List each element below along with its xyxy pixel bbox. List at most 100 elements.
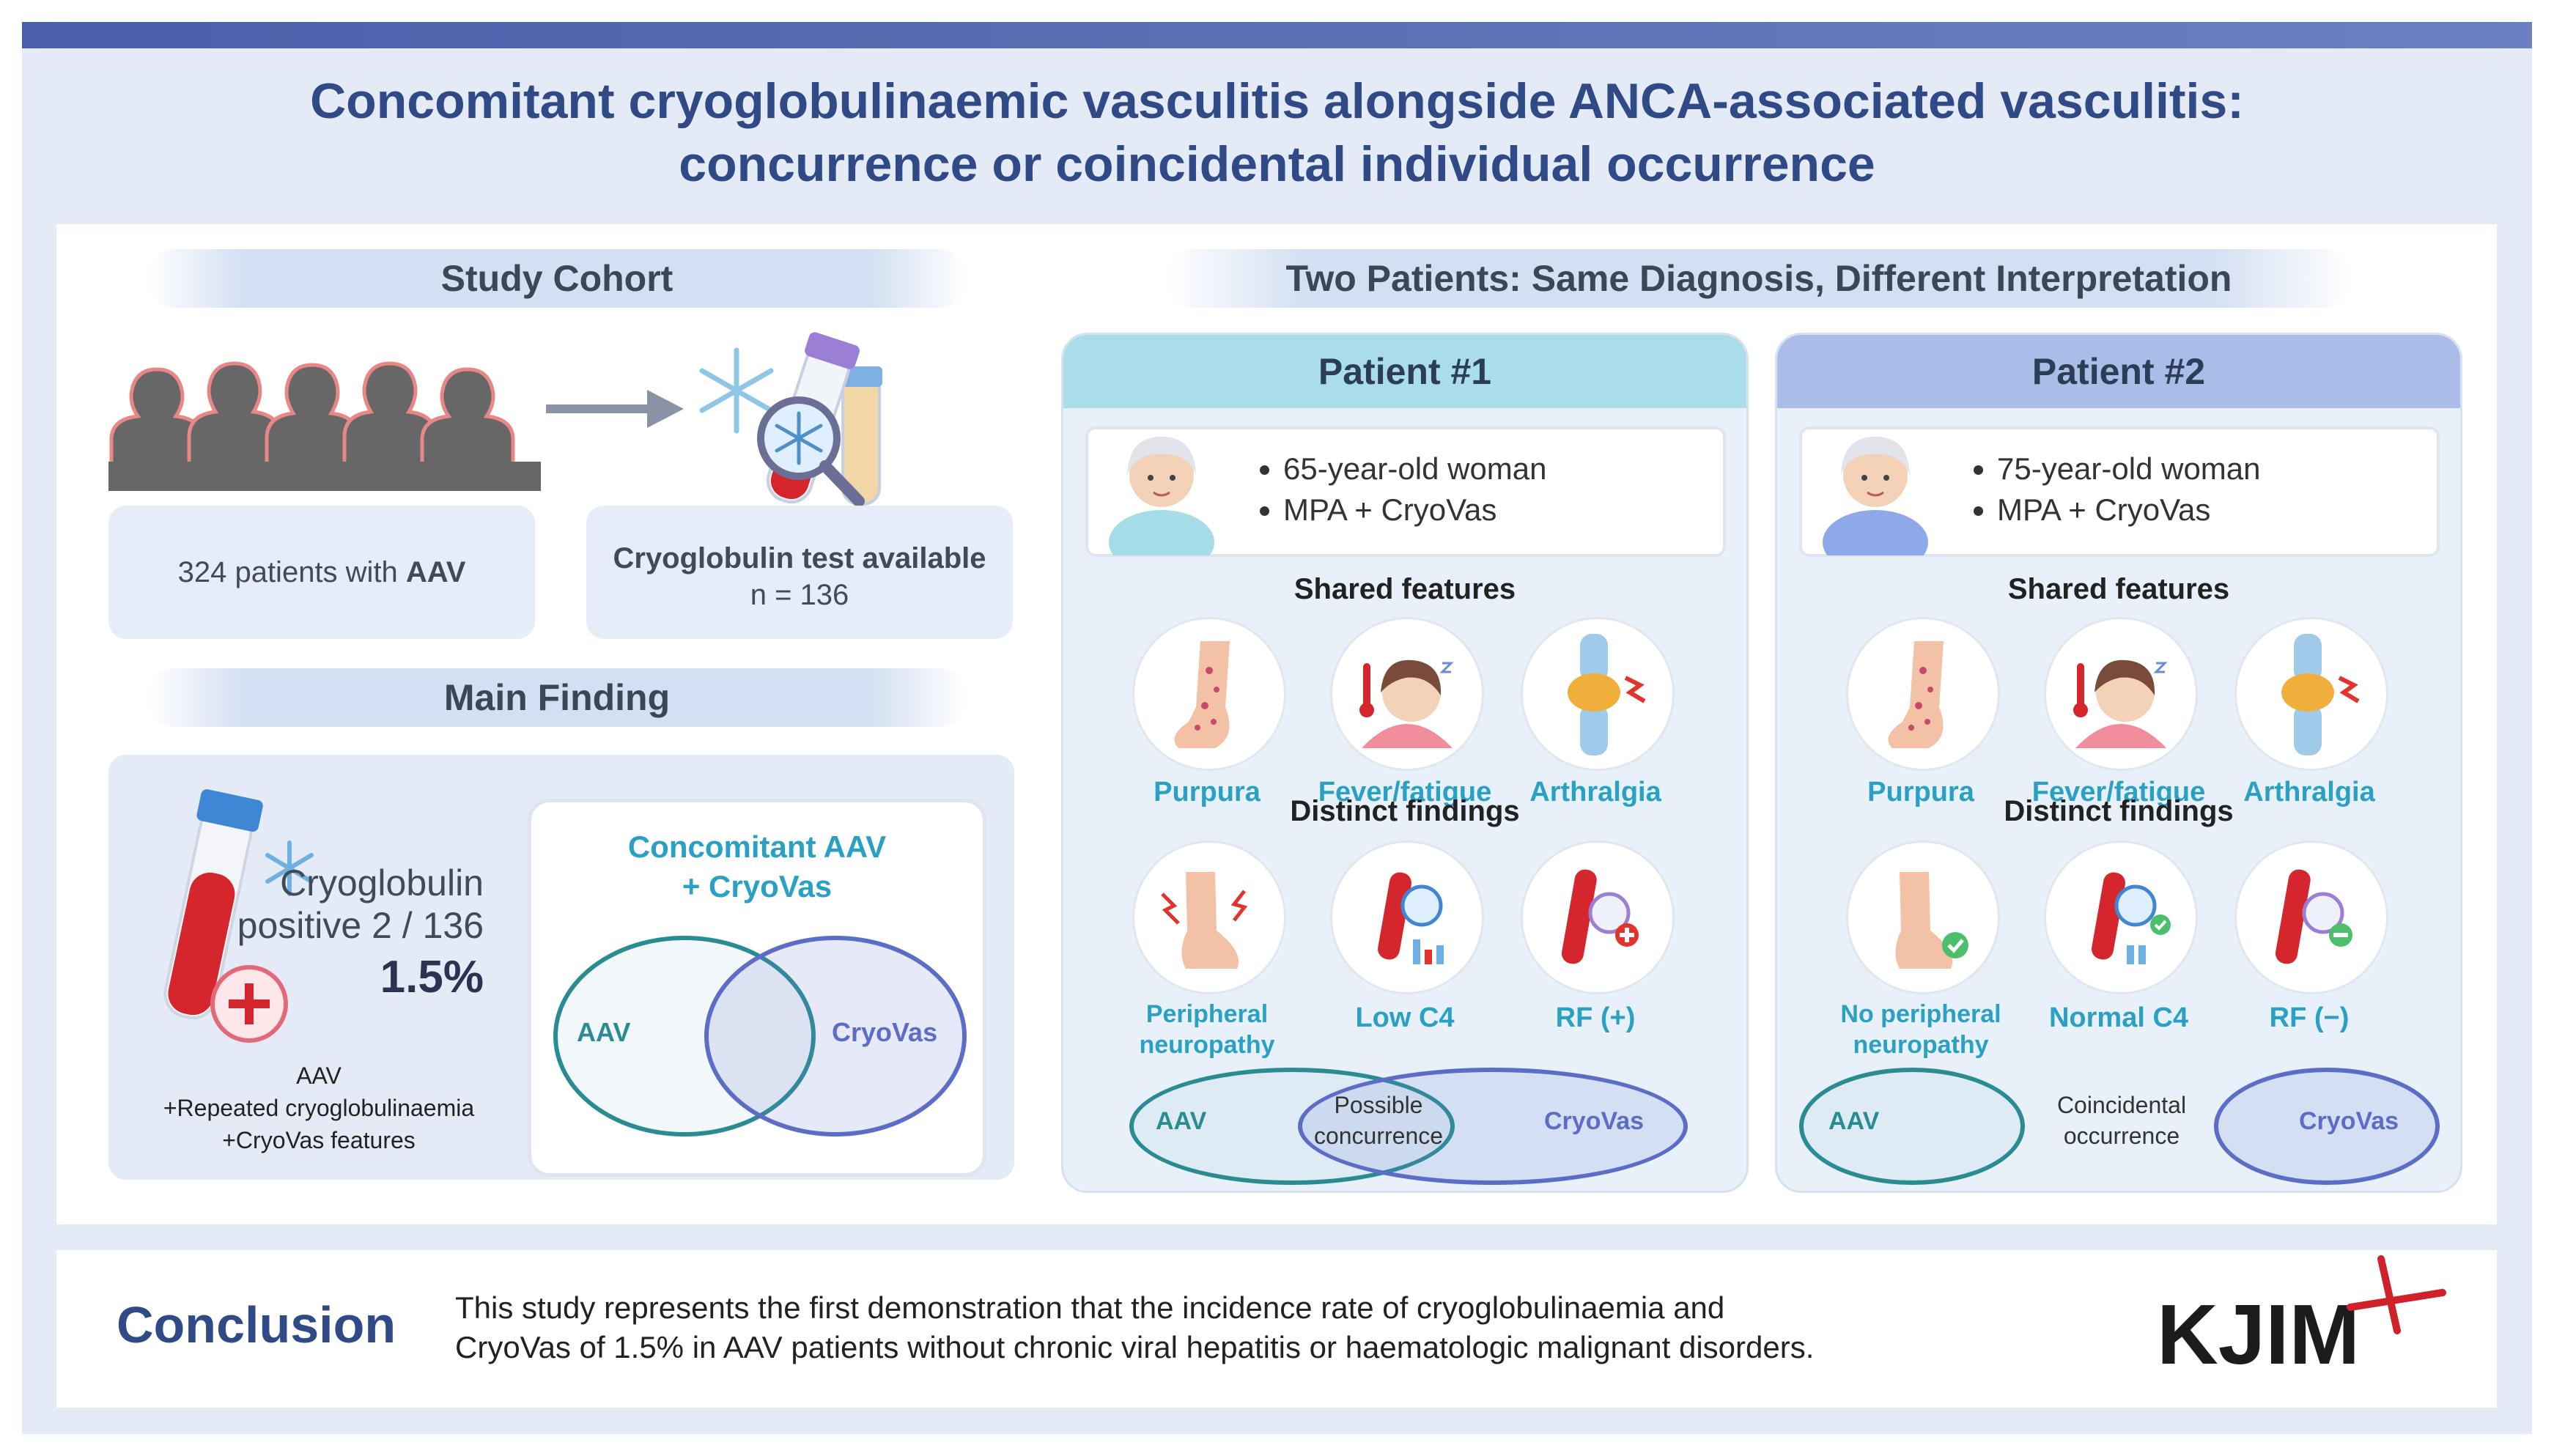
patient-2-venn-center-line-1: Coincidental xyxy=(2056,1092,2187,1118)
cohort-count-text: 324 patients with AAV xyxy=(108,506,535,639)
study-cohort-heading: Study Cohort xyxy=(147,249,967,308)
patient-2-distinct-label-neuropathy-line-1: No peripheral xyxy=(1840,1000,2001,1028)
patient-2-bullet-diagnosis: MPA + CryoVas xyxy=(1997,489,2261,531)
definition-line-1: AAV xyxy=(296,1063,342,1089)
patient-2-distinct-label-neuropathy-line-2: neuropathy xyxy=(1853,1031,1989,1059)
patient-1-panel: Patient #1 65-year-old woman MPA + CryoV… xyxy=(1061,333,1749,1193)
patient-1-venn-center: Possible concurrence xyxy=(1305,1090,1452,1151)
conclusion-text: This study represents the first demonstr… xyxy=(455,1288,1814,1367)
patient-2-venn-aav xyxy=(1799,1068,2025,1185)
venn-cryovas-label: CryoVas xyxy=(832,1017,938,1047)
patient-1-distinct-label-neuropathy-line-1: Peripheral xyxy=(1145,1000,1269,1028)
patient-2-distinct-heading: Distinct findings xyxy=(2004,795,2234,827)
concomitant-title: Concomitant AAV + CryoVas xyxy=(531,827,983,906)
patient-2-shared-heading: Shared features xyxy=(2007,573,2230,605)
patient-2-bullet-age: 75-year-old woman xyxy=(1997,448,2261,489)
title-line-2: concurrence or coincidental individual o… xyxy=(679,136,1875,192)
comparison-heading: Two Patients: Same Diagnosis, Different … xyxy=(1165,249,2352,308)
patient-2-header: Patient #2 xyxy=(1777,335,2460,408)
test-tube-magnifier-icon xyxy=(699,332,882,507)
main-title: Concomitant cryoglobulinaemic vasculitis… xyxy=(0,70,2554,196)
patient-2-shared-label-arthralgia: Arthralgia xyxy=(2243,777,2375,808)
patient-1-venn-cryovas xyxy=(1298,1068,1688,1185)
conclusion-label: Conclusion xyxy=(117,1296,396,1353)
test-available-label: Cryoglobulin test available xyxy=(613,542,986,574)
kjim-logo-cross-icon xyxy=(2347,1255,2446,1334)
venn-aav-label: AAV xyxy=(577,1017,631,1047)
definition-line-2: +Repeated cryoglobulinaemia xyxy=(163,1095,475,1121)
rf-positive-icon xyxy=(1521,840,1675,994)
concomitant-title-line-1: Concomitant AAV xyxy=(627,829,887,864)
purpura-icon xyxy=(1846,617,2000,771)
cohort-count-card: 324 patients with AAV xyxy=(108,506,535,639)
positive-line-2: positive 2 / 136 xyxy=(237,905,484,946)
peripheral-neuropathy-icon xyxy=(1132,840,1286,994)
purpura-icon xyxy=(1132,617,1286,771)
patient-2-venn-aav-label: AAV xyxy=(1828,1107,1880,1135)
patients-count: 324 xyxy=(177,556,227,588)
patient-1-venn-center-line-2: concurrence xyxy=(1313,1123,1444,1149)
patient-2-shared-label-fever: Fever/fatigue xyxy=(2031,777,2206,808)
patient-1-bullet-diagnosis: MPA + CryoVas xyxy=(1283,489,1547,531)
patient-1-shared-label-fever: Fever/fatigue xyxy=(1318,777,1492,808)
patients-text: patients with xyxy=(235,556,398,588)
patient-2-avatar-icon xyxy=(1823,437,1928,555)
low-c4-icon xyxy=(1330,840,1484,994)
positive-text: Cryoglobulin positive 2 / 136 xyxy=(220,862,484,947)
patient-2-venn-center: Coincidental occurrence xyxy=(2034,1090,2210,1151)
patient-1-shared-label-purpura: Purpura xyxy=(1154,777,1261,808)
patient-1-distinct-label-c4: Low C4 xyxy=(1355,1002,1455,1033)
patient-1-header: Patient #1 xyxy=(1063,335,1746,408)
patient-2-distinct-label-neuropathy: No peripheral neuropathy xyxy=(1818,999,2023,1060)
patient-1-distinct-heading: Distinct findings xyxy=(1290,795,1520,827)
patient-1-distinct-label-rf: RF (+) xyxy=(1555,1002,1636,1033)
kjim-logo: KJIM xyxy=(2157,1287,2361,1382)
concomitant-title-line-2: + CryoVas xyxy=(682,869,833,903)
patient-2-info-box: 75-year-old woman MPA + CryoVas xyxy=(1799,426,2440,557)
normal-c4-icon xyxy=(2044,840,2198,994)
concomitant-venn-box: Concomitant AAV + CryoVas AAV CryoVas xyxy=(528,799,986,1177)
fever-fatigue-icon xyxy=(1330,617,1484,771)
patient-1-info-box: 65-year-old woman MPA + CryoVas xyxy=(1085,426,1726,557)
patient-2-panel: Patient #2 75-year-old woman MPA + CryoV… xyxy=(1775,333,2462,1193)
patient-2-venn-center-line-2: occurrence xyxy=(2063,1123,2180,1149)
patient-1-shared-heading: Shared features xyxy=(1293,573,1516,605)
top-accent-bar xyxy=(22,22,2532,48)
conclusion-box: Conclusion This study represents the fir… xyxy=(56,1250,2497,1408)
patient-crowd-icon xyxy=(108,361,541,491)
patient-1-venn-aav-label: AAV xyxy=(1156,1107,1207,1135)
patient-2-shared-label-purpura: Purpura xyxy=(1867,777,1974,808)
arthralgia-icon xyxy=(2234,617,2388,771)
arthralgia-icon xyxy=(1521,617,1675,771)
patient-2-venn-cryovas-label: CryoVas xyxy=(2299,1107,2399,1135)
percent-value: 1.5% xyxy=(380,952,484,1002)
conclusion-line-2: CryoVas of 1.5% in AAV patients without … xyxy=(455,1330,1815,1364)
patient-1-venn-center-line-1: Possible xyxy=(1334,1092,1423,1118)
definition-text: AAV +Repeated cryoglobulinaemia +CryoVas… xyxy=(110,1060,528,1156)
patient-1-venn-cryovas-label: CryoVas xyxy=(1544,1107,1645,1135)
patient-2-distinct-label-rf: RF (−) xyxy=(2269,1002,2350,1033)
patient-2-venn-cryovas xyxy=(2214,1068,2440,1185)
title-line-1: Concomitant cryoglobulinaemic vasculitis… xyxy=(310,73,2244,129)
conclusion-line-1: This study represents the first demonstr… xyxy=(455,1290,1725,1325)
arrow-icon xyxy=(546,390,684,428)
patient-1-distinct-label-neuropathy-line-2: neuropathy xyxy=(1139,1031,1275,1059)
patients-bold: AAV xyxy=(405,556,466,588)
patient-1-avatar-icon xyxy=(1109,437,1214,555)
patient-1-bullet-age: 65-year-old woman xyxy=(1283,448,1547,489)
rf-negative-icon xyxy=(2234,840,2388,994)
no-peripheral-neuropathy-icon xyxy=(1846,840,2000,994)
cryoglobulin-tube-icon xyxy=(163,789,314,1043)
fever-fatigue-icon xyxy=(2044,617,2198,771)
venn-cryovas-circle xyxy=(704,936,967,1137)
patient-1-distinct-label-neuropathy: Peripheral neuropathy xyxy=(1104,999,1310,1060)
main-finding-heading: Main Finding xyxy=(147,668,967,727)
definition-line-3: +CryoVas features xyxy=(222,1127,416,1153)
patient-1-bullets: 65-year-old woman MPA + CryoVas xyxy=(1257,448,1547,531)
patient-2-bullets: 75-year-old woman MPA + CryoVas xyxy=(1971,448,2261,531)
test-available-card: Cryoglobulin test available n = 136 xyxy=(586,506,1013,639)
patient-2-distinct-label-c4: Normal C4 xyxy=(2048,1002,2189,1033)
patient-1-shared-label-arthralgia: Arthralgia xyxy=(1529,777,1661,808)
test-available-n: n = 136 xyxy=(750,579,849,611)
positive-line-1: Cryoglobulin xyxy=(280,862,484,903)
